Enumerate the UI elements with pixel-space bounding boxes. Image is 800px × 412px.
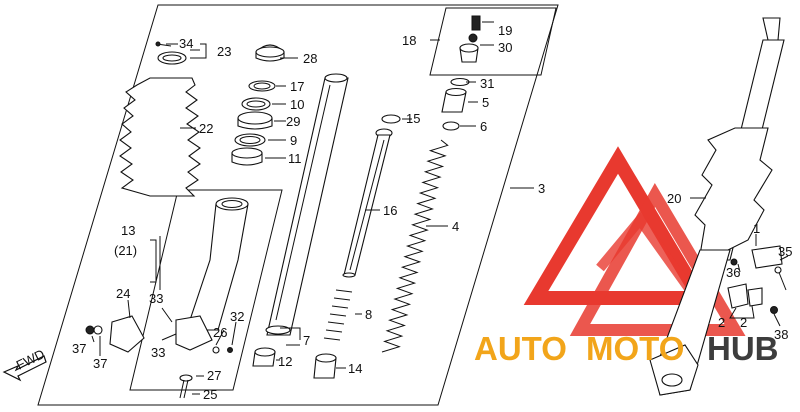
callout-8: 8 <box>365 307 372 322</box>
washer-26 <box>212 346 220 354</box>
callout-6: 6 <box>480 119 487 134</box>
screw-35 <box>774 266 782 274</box>
callout-12: 12 <box>278 354 292 369</box>
callout-33a: 33 <box>149 291 163 306</box>
watermark-text: AUTO MOTO HUB <box>474 330 779 367</box>
ring-9 <box>234 133 266 147</box>
spring-seat-6 <box>442 121 460 131</box>
callout-37a: 37 <box>72 341 86 356</box>
bolt-36 <box>730 258 738 266</box>
callout-17: 17 <box>290 79 304 94</box>
leader-lines <box>91 21 789 395</box>
callout-7: 7 <box>303 333 310 348</box>
callout-13: 13 <box>121 223 135 238</box>
callout-16: 16 <box>383 203 397 218</box>
callout-5: 5 <box>482 95 489 110</box>
sub-assembly-frame <box>129 189 283 391</box>
callout-labels: 34 23 22 28 17 10 29 9 11 15 6 5 31 19 3… <box>72 23 792 402</box>
callout-18: 18 <box>402 33 416 48</box>
damper-rod-16 <box>342 128 393 278</box>
forward-arrow: FWD <box>2 346 47 382</box>
watermark-hub: HUB <box>707 330 779 367</box>
callout-29: 29 <box>286 114 300 129</box>
seal-stack <box>231 80 276 166</box>
rebound-spring-8 <box>323 289 353 341</box>
socket-bolt-25 <box>179 374 193 399</box>
callout-33b: 33 <box>151 345 165 360</box>
callout-22: 22 <box>199 121 213 136</box>
fork-tube-7 <box>265 73 349 336</box>
callout-27: 27 <box>207 368 221 383</box>
watermark-m-stroke <box>596 211 695 293</box>
cap-assembly-frame <box>429 7 557 76</box>
callout-35: 35 <box>778 244 792 259</box>
callout-11: 11 <box>288 151 302 166</box>
bracket-2a <box>727 283 749 309</box>
callout-38: 38 <box>774 327 788 342</box>
bolt-38 <box>770 306 778 314</box>
callout-10: 10 <box>290 97 304 112</box>
callout-36: 36 <box>726 265 740 280</box>
bracket-2b <box>747 287 763 307</box>
reflector-bracket-1 <box>751 245 783 269</box>
callout-31: 31 <box>480 76 494 91</box>
callout-30: 30 <box>498 40 512 55</box>
callout-14: 14 <box>348 361 362 376</box>
assembled-fork-20 <box>649 17 785 396</box>
callout-9: 9 <box>290 133 297 148</box>
callout-37b: 37 <box>93 356 107 371</box>
callout-2: 2 <box>718 315 725 330</box>
callout-23: 23 <box>217 44 231 59</box>
assembly-frame <box>37 4 559 406</box>
piston-ring-15 <box>381 114 401 124</box>
callout-32: 32 <box>230 309 244 324</box>
bolt-32 <box>227 347 233 353</box>
callout-2b: 2 <box>740 315 747 330</box>
watermark-triangle-left <box>523 146 713 305</box>
callout-15: 15 <box>406 111 420 126</box>
callout-1: 1 <box>753 221 760 236</box>
callout-4: 4 <box>452 219 459 234</box>
axle-holder-24 <box>109 315 145 353</box>
callout-24: 24 <box>116 286 130 301</box>
fork-spring-4 <box>381 139 449 353</box>
watermark-auto: AUTO <box>474 330 567 367</box>
ring-10 <box>241 97 271 111</box>
dust-boot-22 <box>119 77 201 197</box>
valve-19 <box>471 15 481 31</box>
callout-26: 26 <box>213 325 227 340</box>
callout-28: 28 <box>303 51 317 66</box>
callout-19: 19 <box>498 23 512 38</box>
fork-cap-group-18 <box>459 15 481 63</box>
callout-20: 20 <box>667 191 681 206</box>
fork-slider-13 <box>175 197 249 351</box>
nut-37a <box>85 325 95 335</box>
watermark-moto: MOTO <box>586 330 684 367</box>
callout-21: (21) <box>114 243 137 258</box>
callout-3: 3 <box>538 181 545 196</box>
nut-37b <box>93 325 103 335</box>
callout-25: 25 <box>203 387 217 402</box>
callout-34: 34 <box>179 36 193 51</box>
